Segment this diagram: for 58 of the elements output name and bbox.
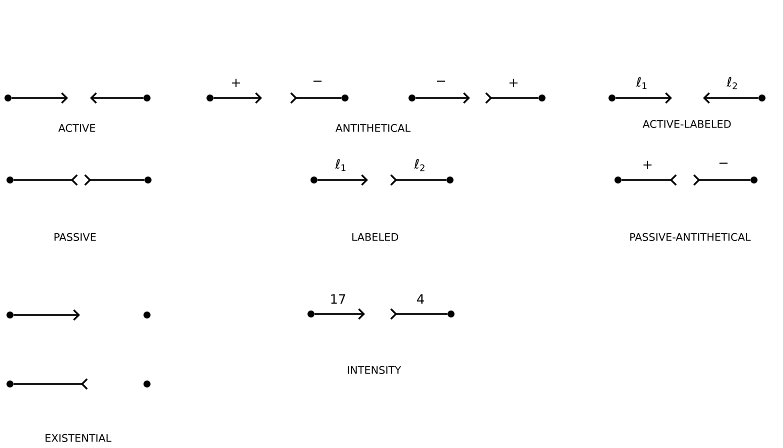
dot xyxy=(446,176,454,184)
dot xyxy=(308,310,314,318)
dot xyxy=(608,94,616,102)
fork-line xyxy=(290,92,342,104)
category-label: ACTIVE-LABELED xyxy=(642,120,731,128)
dot xyxy=(144,380,150,388)
edge-label: + xyxy=(509,78,518,88)
edge-label: − xyxy=(313,80,322,82)
dot xyxy=(144,94,150,102)
fork-line xyxy=(622,174,677,186)
dot xyxy=(144,312,150,318)
category-label: ACTIVE xyxy=(58,124,96,132)
fork-line xyxy=(390,308,448,320)
arrow xyxy=(703,92,758,104)
category-label: INTENSITY xyxy=(348,366,402,374)
edge-label: + xyxy=(643,160,652,170)
edge-label: + xyxy=(232,78,240,88)
edge-label: ℓ$_{1}$ xyxy=(335,158,346,172)
arrow xyxy=(12,92,68,104)
edge-label: ℓ$_{1}$ xyxy=(636,76,646,90)
edge-label: ℓ$_{2}$ xyxy=(726,76,737,90)
dot xyxy=(6,380,14,388)
edge-label: 4 xyxy=(417,294,424,304)
arrow xyxy=(318,174,368,186)
edge-label: ℓ$_{2}$ xyxy=(414,158,424,172)
category-label: PASSIVE-ANTITHETICAL xyxy=(630,233,751,241)
fork-line xyxy=(485,92,538,104)
edge-label: − xyxy=(719,162,728,164)
dot xyxy=(4,94,12,102)
fork-line xyxy=(84,174,144,186)
arrow xyxy=(416,92,470,104)
fork-line xyxy=(14,378,88,390)
dot xyxy=(6,176,14,184)
arrow xyxy=(616,92,672,104)
fork-line xyxy=(14,174,78,186)
dot xyxy=(144,176,152,184)
edge-label: − xyxy=(436,80,446,82)
dot xyxy=(750,176,758,184)
category-label: PASSIVE xyxy=(54,233,96,241)
arrow xyxy=(14,309,80,321)
dot xyxy=(206,94,214,102)
category-label: LABELED xyxy=(352,233,398,241)
edge-label: 17 xyxy=(331,294,346,304)
fork-line xyxy=(390,174,446,186)
dot xyxy=(538,94,546,102)
arrow xyxy=(214,92,262,104)
dot xyxy=(342,94,348,102)
category-label: ANTITHETICAL xyxy=(336,124,410,132)
category-label: EXISTENTIAL xyxy=(46,434,112,442)
dot xyxy=(448,310,454,318)
dot xyxy=(614,176,622,184)
arrow xyxy=(90,92,144,104)
fork-line xyxy=(693,174,750,186)
dot xyxy=(408,94,416,102)
dot xyxy=(758,94,766,102)
dot xyxy=(310,176,318,184)
dot xyxy=(6,312,14,318)
arrow xyxy=(314,308,365,320)
